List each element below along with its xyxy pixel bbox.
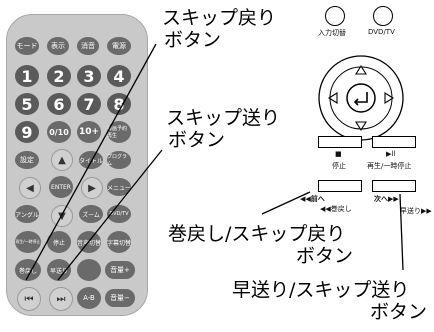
play-pause-remote-button[interactable]: 再生/一時停止: [15, 231, 41, 253]
skip-forward-line1: スキップ送り: [166, 107, 281, 129]
enter-button[interactable]: ENTER: [49, 176, 73, 198]
ff-line1: 早送り/スキップ送り: [232, 279, 410, 301]
zoom-button[interactable]: ズーム: [79, 205, 103, 223]
dpad: [318, 55, 404, 141]
enter-icon: [346, 83, 376, 113]
ff-callout: 早送り/スキップ送り ボタン: [232, 279, 428, 324]
ff-line2: ボタン: [370, 300, 428, 323]
display-button[interactable]: 表示: [47, 37, 69, 55]
num-5-button[interactable]: 5: [15, 93, 39, 115]
dvdtv-label: DVD/TV: [368, 28, 395, 36]
rewind-label: ◀◀巻戻し: [320, 205, 352, 213]
stop-icon: ■: [335, 150, 342, 158]
num-10plus-button[interactable]: 10+: [77, 121, 101, 143]
stop-remote-button[interactable]: 停止: [47, 231, 71, 253]
dpad-down-icon: [355, 121, 367, 132]
stop-label: 停止: [332, 162, 346, 170]
dpad-left-icon: [327, 92, 338, 104]
dvdtv-button[interactable]: [373, 6, 393, 26]
volume-up-button[interactable]: 音量+: [105, 261, 135, 279]
stop-button[interactable]: [318, 136, 362, 148]
left-arrow-icon[interactable]: ◀: [19, 177, 41, 199]
skip-back-callout: スキップ戻り ボタン: [162, 7, 277, 52]
skip-forward-remote-icon[interactable]: ⏭: [49, 287, 73, 311]
num-1-button[interactable]: 1: [15, 65, 39, 87]
subtitle-button[interactable]: 字幕切替: [107, 231, 131, 253]
num-9-button[interactable]: 9: [15, 121, 39, 143]
mute-button[interactable]: 消音: [77, 37, 99, 55]
setup-button[interactable]: 設定: [15, 151, 39, 169]
dvdtv-remote-button[interactable]: DVD/TV: [107, 205, 131, 223]
play-pause-icon: ▶ll: [386, 150, 396, 158]
dpad-right-icon: [384, 92, 395, 104]
volume-down-button[interactable]: 音量−: [105, 289, 135, 307]
skip-back-leader: [25, 43, 157, 281]
dpad-up-icon: [355, 64, 367, 75]
blank-remote-button[interactable]: [77, 259, 101, 281]
angle-button[interactable]: アングル: [15, 205, 39, 223]
rewind-line1: 巻戻し/スキップ戻り: [168, 223, 346, 245]
program-button[interactable]: プログラム: [107, 151, 131, 169]
next-ff-button[interactable]: [372, 180, 416, 192]
prev-rewind-button[interactable]: [318, 180, 362, 192]
input-switch-button[interactable]: [325, 6, 345, 26]
up-arrow-icon[interactable]: ▲: [51, 149, 73, 171]
ab-repeat-button[interactable]: A-B: [77, 287, 101, 309]
rewind-leader: [261, 191, 311, 215]
input-switch-label: 入力切替: [318, 29, 346, 37]
right-arrow-icon[interactable]: ▶: [81, 177, 103, 199]
num-2-button[interactable]: 2: [47, 65, 71, 87]
ff-label: 早送り▶▶: [400, 207, 432, 215]
menu-button[interactable]: メニュー: [107, 178, 131, 196]
skip-back-line1: スキップ戻り: [162, 7, 277, 29]
skip-back-remote-icon[interactable]: ⏮: [17, 287, 41, 311]
num-7-button[interactable]: 7: [77, 93, 101, 115]
rewind-callout: 巻戻し/スキップ戻り ボタン: [168, 223, 354, 268]
next-label: 次へ▶▶|: [374, 195, 402, 203]
prev-label: ◀◀前へ: [300, 195, 325, 203]
rewind-line2: ボタン: [296, 244, 354, 267]
remote-control: モード 表示 消音 電源 1 2 3 4 5 6 7 8 9 0/10 10+ …: [6, 14, 148, 316]
mode-button[interactable]: モード: [15, 37, 39, 55]
skip-forward-callout: スキップ送り ボタン: [166, 107, 281, 152]
num-8-button[interactable]: 8: [107, 93, 131, 115]
num-6-button[interactable]: 6: [47, 93, 71, 115]
ff-leader: [399, 193, 404, 271]
skip-forward-leader: [57, 149, 163, 281]
play-pause-label: 再生/一時停止: [367, 162, 412, 170]
power-button[interactable]: 電源: [107, 37, 131, 55]
skip-back-line2: ボタン: [164, 28, 222, 51]
fast-forward-remote-button[interactable]: 早送り: [47, 259, 71, 281]
num-3-button[interactable]: 3: [77, 65, 101, 87]
num-4-button[interactable]: 4: [107, 65, 131, 87]
play-pause-button[interactable]: [372, 136, 416, 148]
num-0-button[interactable]: 0/10: [47, 121, 71, 143]
skip-forward-line2: ボタン: [168, 128, 226, 151]
record-play-button[interactable]: 録画予約再生: [107, 121, 131, 143]
